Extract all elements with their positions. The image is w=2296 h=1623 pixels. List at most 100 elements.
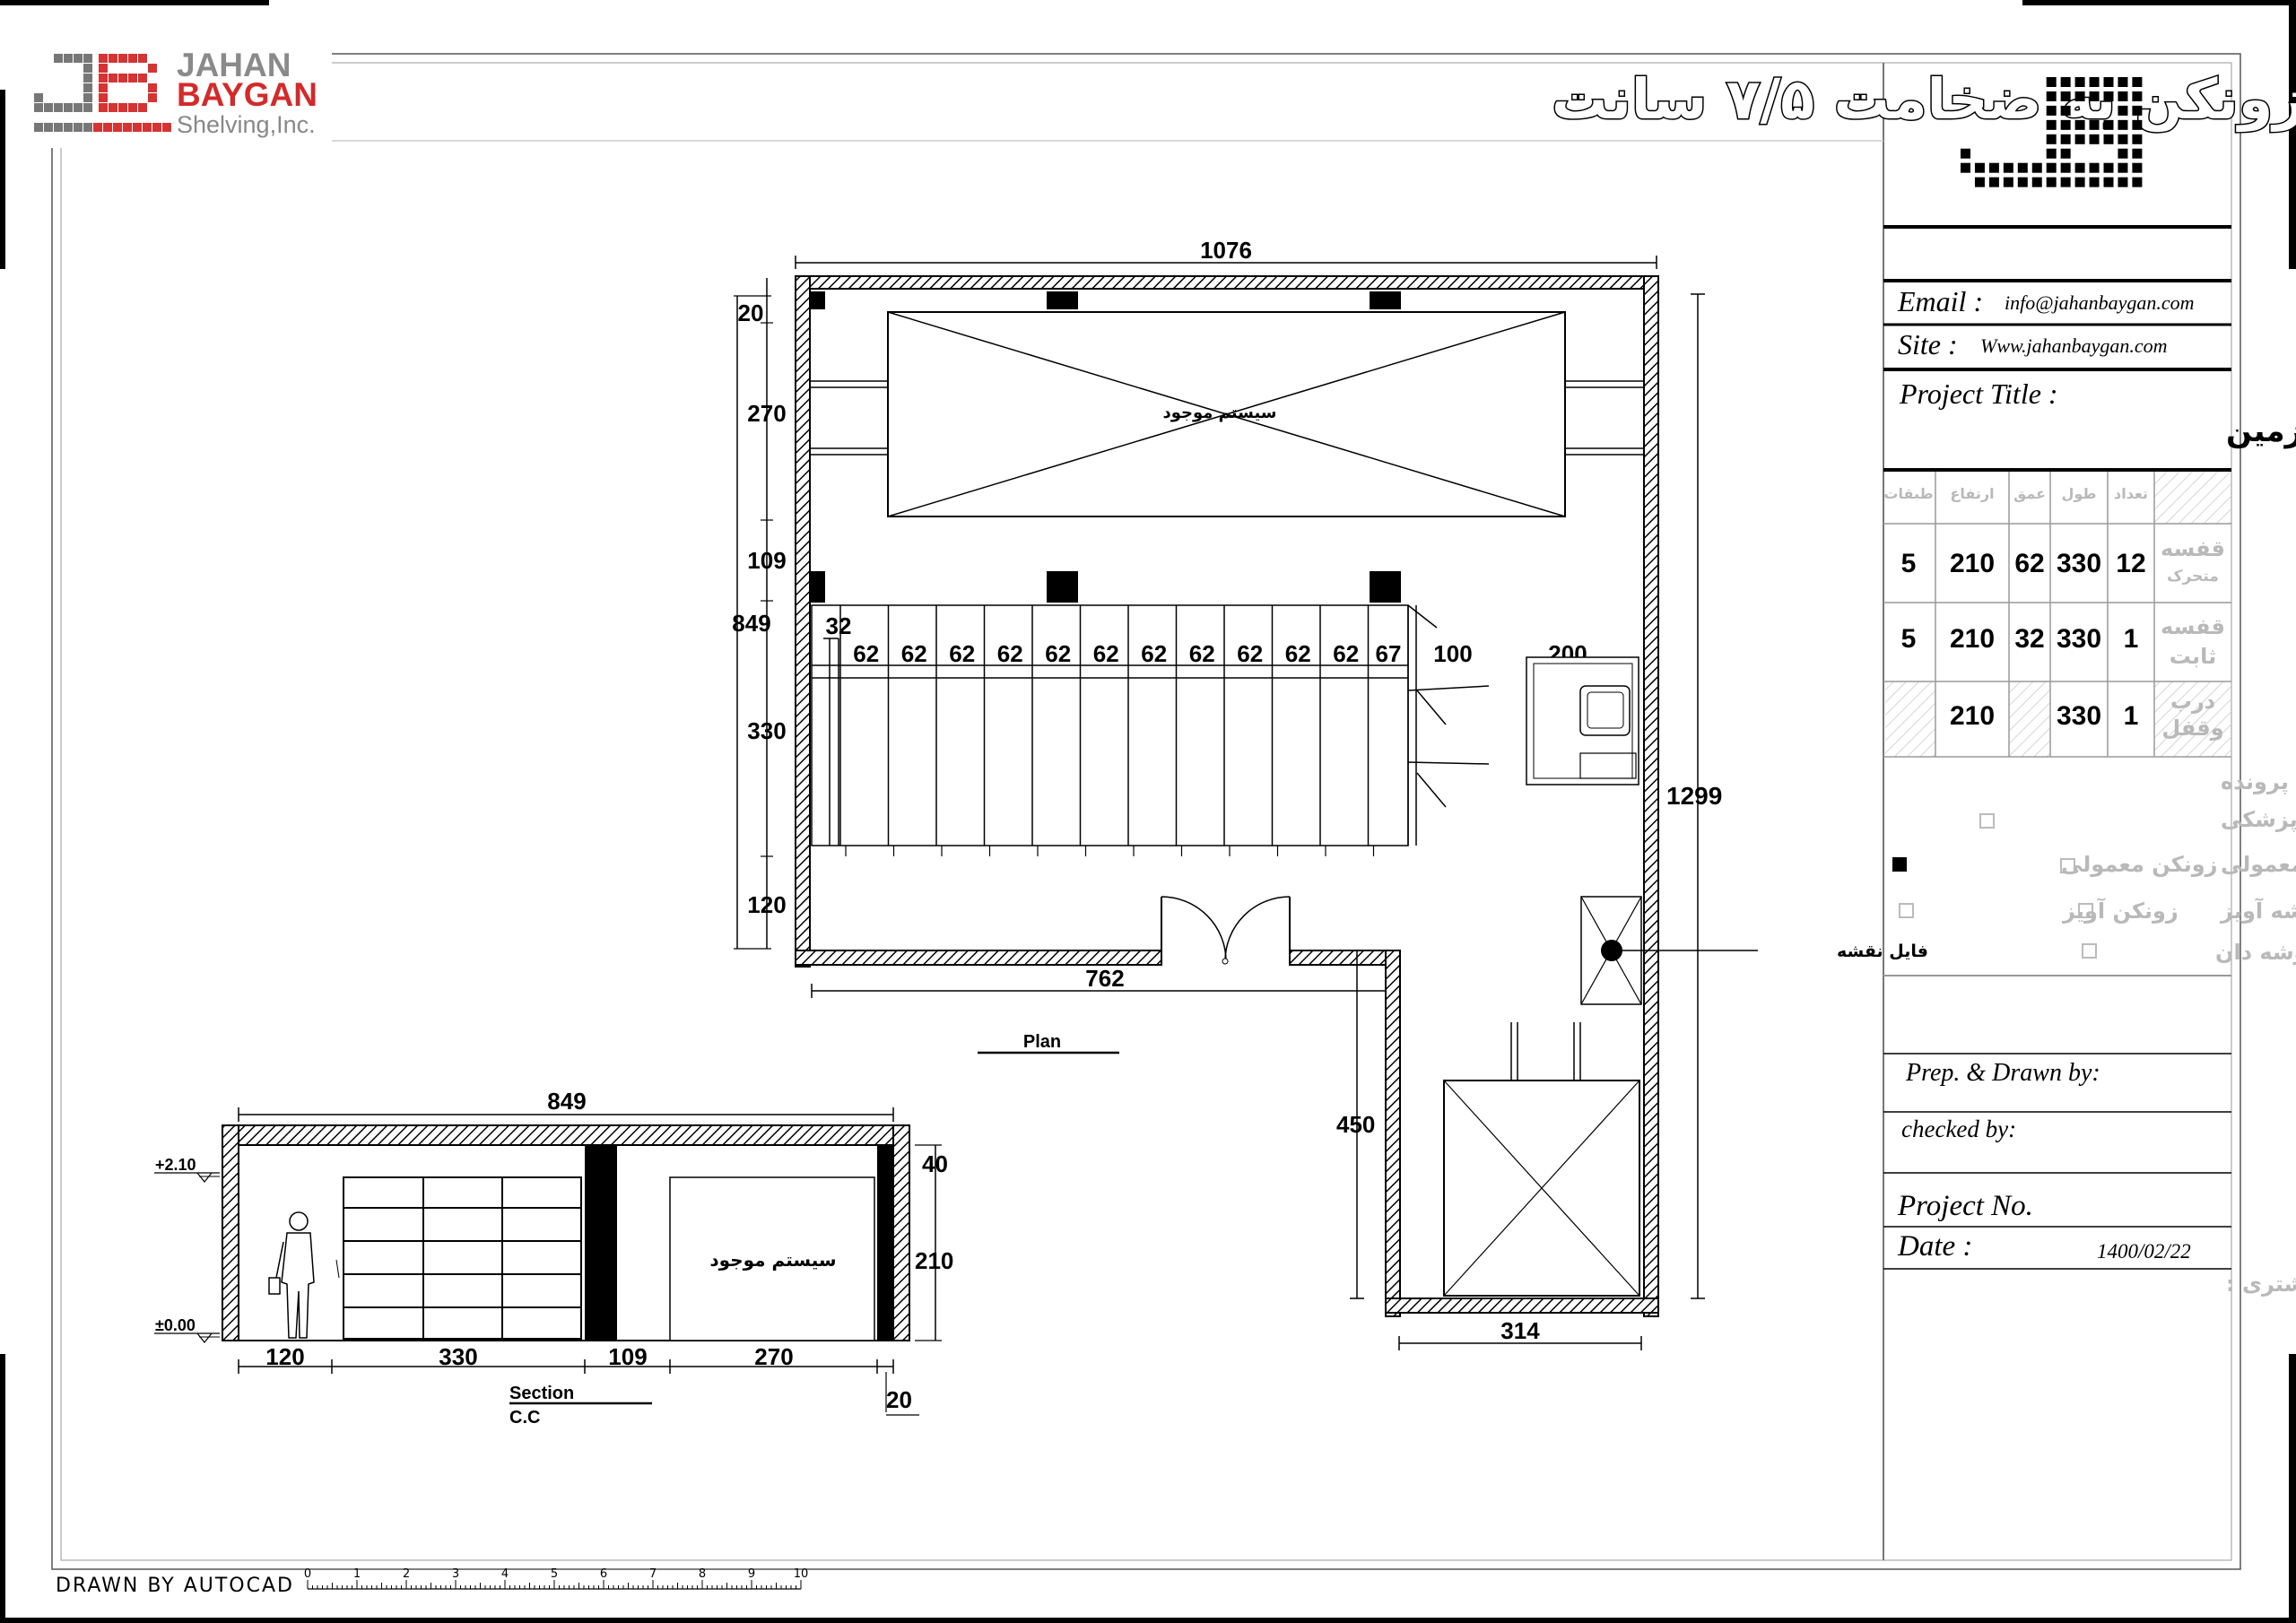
site-value: Www.jahanbaygan.com <box>1980 334 2168 357</box>
section-label: Section <box>509 1384 574 1403</box>
section-wall-left <box>222 1124 239 1341</box>
scale-tick-label: 2 <box>403 1567 410 1581</box>
section-dim-210: 210 <box>915 1247 953 1274</box>
dim-1076: 1076 <box>1200 237 1252 264</box>
option-normal: پوشه معمولی <box>2221 852 2296 877</box>
wall-corridor-bottom <box>1385 1298 1659 1314</box>
wall-right <box>1643 275 1659 1317</box>
scale-tick-label: 9 <box>748 1567 755 1581</box>
section-column <box>877 1145 893 1341</box>
corner-mark <box>2022 0 2296 5</box>
corner-mark <box>0 1618 2296 1623</box>
corridor-cabinet <box>1443 1022 1640 1297</box>
scale-tick-label: 7 <box>649 1567 657 1581</box>
dim-67: 67 <box>1376 640 1402 667</box>
checkbox-medical[interactable] <box>1979 813 1995 829</box>
file-type-label: نوع پرونده <box>2221 769 2296 794</box>
section-column <box>585 1145 617 1341</box>
dim-109-plan: 109 <box>747 547 786 574</box>
chair <box>1579 685 1631 736</box>
checkbox-binder-hanging[interactable] <box>1899 903 1914 918</box>
checkbox-binder-normal[interactable] <box>1892 857 1907 872</box>
dim-32: 32 <box>826 612 852 639</box>
option-medical: پوشه مدارک پزشکی <box>2221 807 2296 832</box>
th-length: طول <box>2062 485 2097 502</box>
shelf-depth-label: 62 <box>1189 640 1215 667</box>
shelf-depth-label: 62 <box>1141 640 1167 667</box>
shelving-table: طبقات ارتفاع عمق طول تعداد 5 210 62 330 … <box>1883 472 2231 758</box>
section-existing-label: سیستم موجود <box>709 1249 836 1271</box>
shelf-depth-label: 62 <box>1045 640 1071 667</box>
row3-count: 1 <box>2124 701 2139 731</box>
dim-270-plan: 270 <box>747 400 786 427</box>
level-bottom: ±0.00 <box>155 1316 196 1334</box>
inner-border <box>60 62 2232 1561</box>
project-title-label: Project Title : <box>1899 378 2058 410</box>
existing-system-box <box>887 311 1566 517</box>
row3-length: 330 <box>2057 701 2101 731</box>
column <box>1047 571 1078 603</box>
logo-line3: Shelving,Inc. <box>177 111 316 138</box>
row3-name: درب <box>2170 689 2215 714</box>
project-no-label: Project No. <box>1897 1190 2033 1222</box>
row2-shelves: 5 <box>1901 624 1917 654</box>
scale-tick-label: 3 <box>452 1567 459 1581</box>
row2-length: 330 <box>2057 624 2101 654</box>
map-file-box <box>1580 896 1758 1005</box>
dim-20-plan: 20 <box>738 299 764 326</box>
row1-name: قفسه <box>2161 536 2225 561</box>
row2-depth: 32 <box>2014 624 2044 654</box>
jb-logo-mark <box>1961 77 2143 187</box>
row3-name2: وقفل <box>2161 716 2223 741</box>
section-existing-box <box>669 1176 875 1341</box>
desk <box>1526 656 1639 785</box>
option-box: پوشه دان <box>2215 940 2296 965</box>
company-logo: JAHAN BAYGAN Shelving,Inc. <box>27 47 332 148</box>
wall-top <box>795 275 1657 290</box>
site-label: Site : <box>1898 328 1958 360</box>
existing-system-label: سیستم موجود <box>1162 404 1276 422</box>
shelf-depth-label: 62 <box>997 640 1023 667</box>
column <box>1370 571 1401 603</box>
scale-tick-label: 5 <box>551 1567 558 1581</box>
dim-450: 450 <box>1336 1111 1375 1138</box>
option-binder-normal: زونکن معمولی <box>2061 852 2218 877</box>
scale-tick-label: 0 <box>304 1567 311 1581</box>
row2-name2: ثابت <box>2170 644 2216 669</box>
shelf-depth-label: 62 <box>901 640 927 667</box>
project-title: شرکت گوهر زمین <box>2226 413 2296 449</box>
checkbox-box[interactable] <box>2082 943 2097 959</box>
scale-tick-label: 8 <box>699 1567 706 1581</box>
section-shelving <box>335 1176 582 1340</box>
checkbox-normal[interactable] <box>2060 858 2075 873</box>
shelf-depth-label: 62 <box>1333 640 1359 667</box>
dim-100: 100 <box>1433 640 1472 667</box>
row2-height: 210 <box>1950 624 1995 654</box>
corner-mark <box>0 90 5 269</box>
th-count: تعداد <box>2114 485 2148 502</box>
corner-mark <box>0 1354 5 1623</box>
shelf-depth-label: 62 <box>949 640 975 667</box>
section-view: سیستم موجود +2.10 ±0.00 849 120 330 109 <box>154 1088 953 1428</box>
section-dim-330: 330 <box>439 1343 477 1370</box>
scale-tick-label: 4 <box>501 1567 509 1581</box>
option-hanging: پوشه آویز <box>2220 898 2296 924</box>
outer-border <box>51 53 2241 1570</box>
checkbox-hanging[interactable] <box>2078 903 2093 918</box>
checked-label: checked by: <box>1901 1115 2016 1142</box>
wall-left <box>795 275 811 968</box>
section-dim-20: 20 <box>886 1386 912 1413</box>
column <box>1370 291 1401 309</box>
prep-label: Prep. & Drawn by: <box>1905 1059 2100 1087</box>
dim-1299: 1299 <box>1666 782 1722 810</box>
date-label: Date : <box>1897 1230 1972 1263</box>
shelf-depth-label: 62 <box>1237 640 1263 667</box>
map-file-label: فایل نقشه <box>1837 942 1928 961</box>
section-slab <box>222 1124 910 1146</box>
corner-mark <box>2289 1354 2296 1623</box>
row1-count: 12 <box>2116 549 2145 578</box>
email-label: Email : <box>1897 285 1983 317</box>
